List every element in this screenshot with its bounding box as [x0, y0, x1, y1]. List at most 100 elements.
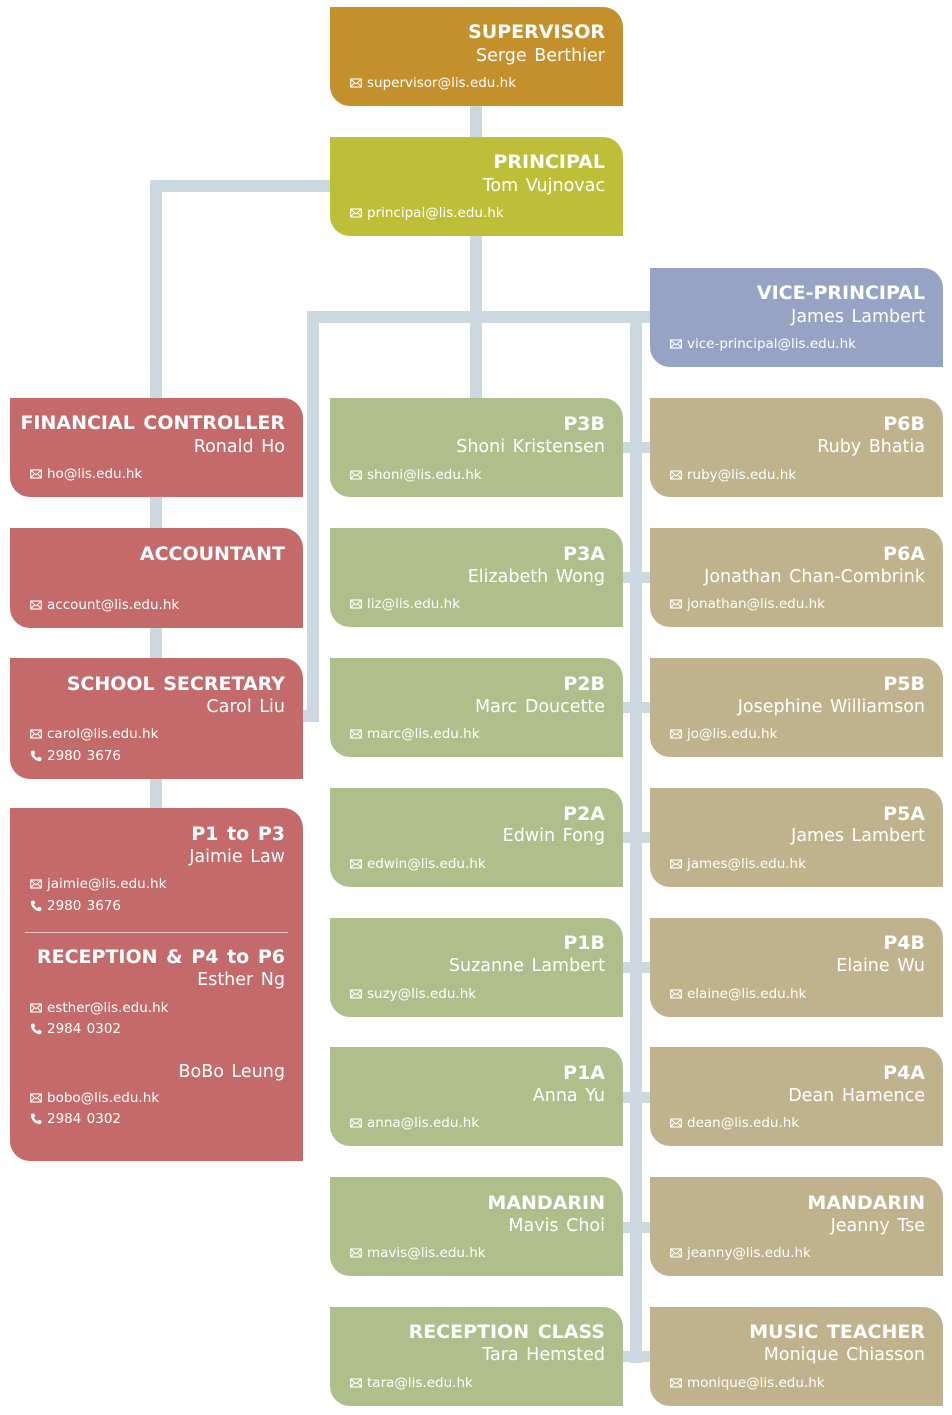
phone-icon [30, 900, 42, 912]
email-line[interactable]: bobo@lis.edu.hk [30, 1090, 159, 1106]
school-secretary-box: SCHOOL SECRETARY Carol Liu carol@lis.edu… [10, 658, 303, 779]
email-line[interactable]: carol@lis.edu.hk [30, 726, 158, 742]
connector [620, 702, 652, 713]
email-line[interactable]: elaine@lis.edu.hk [670, 986, 806, 1002]
email-line[interactable]: james@lis.edu.hk [670, 856, 806, 872]
envelope-icon [670, 469, 682, 481]
email-text: vice-principal@lis.edu.hk [687, 336, 856, 352]
email-line[interactable]: esther@lis.edu.hk [30, 1000, 168, 1016]
email-line[interactable]: tara@lis.edu.hk [350, 1375, 473, 1391]
email-text: suzy@lis.edu.hk [367, 986, 477, 1002]
phone-line[interactable]: 2984 0302 [30, 1111, 121, 1127]
email-line[interactable]: monique@lis.edu.hk [670, 1375, 825, 1391]
node-title: RECEPTION CLASS [408, 1321, 605, 1343]
node-title: SUPERVISOR [468, 21, 605, 43]
node-name: Mavis Choi [508, 1216, 605, 1236]
envelope-icon [670, 728, 682, 740]
envelope-icon [30, 878, 42, 890]
email-line[interactable]: supervisor@lis.edu.hk [350, 75, 516, 91]
email-line[interactable]: jo@lis.edu.hk [670, 726, 777, 742]
node-title: P6B [883, 413, 925, 435]
envelope-icon [30, 728, 42, 740]
email-line[interactable]: mavis@lis.edu.hk [350, 1245, 486, 1261]
node-title: P1 to P3 [191, 823, 285, 845]
node-name: Ruby Bhatia [817, 437, 925, 457]
email-text: elaine@lis.edu.hk [687, 986, 807, 1002]
email-line[interactable]: principal@lis.edu.hk [350, 205, 504, 221]
phone-icon [30, 1023, 42, 1035]
connector [620, 442, 652, 453]
envelope-icon [350, 858, 362, 870]
connector [150, 180, 162, 400]
email-text: edwin@lis.edu.hk [367, 856, 486, 872]
phone-text: 2980 3676 [47, 898, 122, 914]
music-teacher-box: MUSIC TEACHER Monique Chiasson monique@l… [650, 1307, 943, 1406]
node-name: Jaimie Law [189, 847, 285, 867]
financial-controller-box: FINANCIAL CONTROLLER Ronald Ho ho@lis.ed… [10, 398, 303, 497]
connector [150, 776, 162, 810]
email-line[interactable]: edwin@lis.edu.hk [350, 856, 486, 872]
node-name: Edwin Fong [502, 826, 605, 846]
node-title: P2A [563, 803, 605, 825]
email-line[interactable]: shoni@lis.edu.hk [350, 467, 482, 483]
email-line[interactable]: dean@lis.edu.hk [670, 1115, 799, 1131]
node-title: RECEPTION & P4 to P6 [37, 946, 285, 968]
p5b-box: P5B Josephine Williamson jo@lis.edu.hk [650, 658, 943, 757]
envelope-icon [350, 1247, 362, 1259]
node-title: ACCOUNTANT [139, 543, 285, 565]
email-line[interactable]: liz@lis.edu.hk [350, 596, 460, 612]
p4b-box: P4B Elaine Wu elaine@lis.edu.hk [650, 918, 943, 1017]
email-line[interactable]: jonathan@lis.edu.hk [670, 596, 825, 612]
email-text: jaimie@lis.edu.hk [47, 876, 167, 892]
divider [25, 932, 288, 933]
p1b-box: P1B Suzanne Lambert suzy@lis.edu.hk [330, 918, 623, 1017]
email-line[interactable]: vice-principal@lis.edu.hk [670, 336, 856, 352]
node-title: P3A [563, 543, 605, 565]
p3b-box: P3B Shoni Kristensen shoni@lis.edu.hk [330, 398, 623, 497]
envelope-icon [350, 1117, 362, 1129]
email-line[interactable]: marc@lis.edu.hk [350, 726, 480, 742]
email-line[interactable]: anna@lis.edu.hk [350, 1115, 479, 1131]
node-name: Jonathan Chan-Combrink [704, 567, 925, 587]
phone-line[interactable]: 2980 3676 [30, 748, 121, 764]
node-title: P5B [883, 673, 925, 695]
node-name: Carol Liu [206, 697, 285, 717]
envelope-icon [670, 988, 682, 1000]
mandarin-box-1: MANDARIN Mavis Choi mavis@lis.edu.hk [330, 1177, 623, 1276]
email-text: principal@lis.edu.hk [367, 205, 504, 221]
email-line[interactable]: ho@lis.edu.hk [30, 466, 142, 482]
phone-text: 2984 0302 [47, 1021, 122, 1037]
p2a-box: P2A Edwin Fong edwin@lis.edu.hk [330, 788, 623, 887]
phone-text: 2984 0302 [47, 1111, 122, 1127]
email-text: ho@lis.edu.hk [47, 466, 143, 482]
email-text: marc@lis.edu.hk [367, 726, 480, 742]
email-line[interactable]: suzy@lis.edu.hk [350, 986, 476, 1002]
phone-icon [30, 750, 42, 762]
email-line[interactable]: jeanny@lis.edu.hk [670, 1245, 811, 1261]
email-line[interactable]: jaimie@lis.edu.hk [30, 876, 166, 892]
principal-box: PRINCIPAL Tom Vujnovac principal@lis.edu… [330, 137, 623, 236]
envelope-icon [350, 207, 362, 219]
node-name: Jeanny Tse [830, 1216, 925, 1236]
connector [620, 1351, 652, 1362]
node-name: Esther Ng [197, 970, 285, 990]
email-text: jeanny@lis.edu.hk [687, 1245, 811, 1261]
phone-line[interactable]: 2984 0302 [30, 1021, 121, 1037]
envelope-icon [30, 1002, 42, 1014]
connector [150, 180, 332, 192]
node-name: Tara Hemsted [482, 1345, 605, 1365]
connector [620, 1222, 652, 1233]
email-text: shoni@lis.edu.hk [367, 467, 482, 483]
email-line[interactable]: ruby@lis.edu.hk [670, 467, 796, 483]
email-text: liz@lis.edu.hk [367, 596, 461, 612]
email-text: carol@lis.edu.hk [47, 726, 159, 742]
envelope-icon [350, 1377, 362, 1389]
email-line[interactable]: account@lis.edu.hk [30, 597, 179, 613]
node-title: P5A [883, 803, 925, 825]
envelope-icon [670, 1117, 682, 1129]
node-name: Dean Hamence [788, 1086, 925, 1106]
node-title: P6A [883, 543, 925, 565]
node-title: FINANCIAL CONTROLLER [20, 412, 285, 434]
phone-line[interactable]: 2980 3676 [30, 898, 121, 914]
email-text: ruby@lis.edu.hk [687, 467, 797, 483]
